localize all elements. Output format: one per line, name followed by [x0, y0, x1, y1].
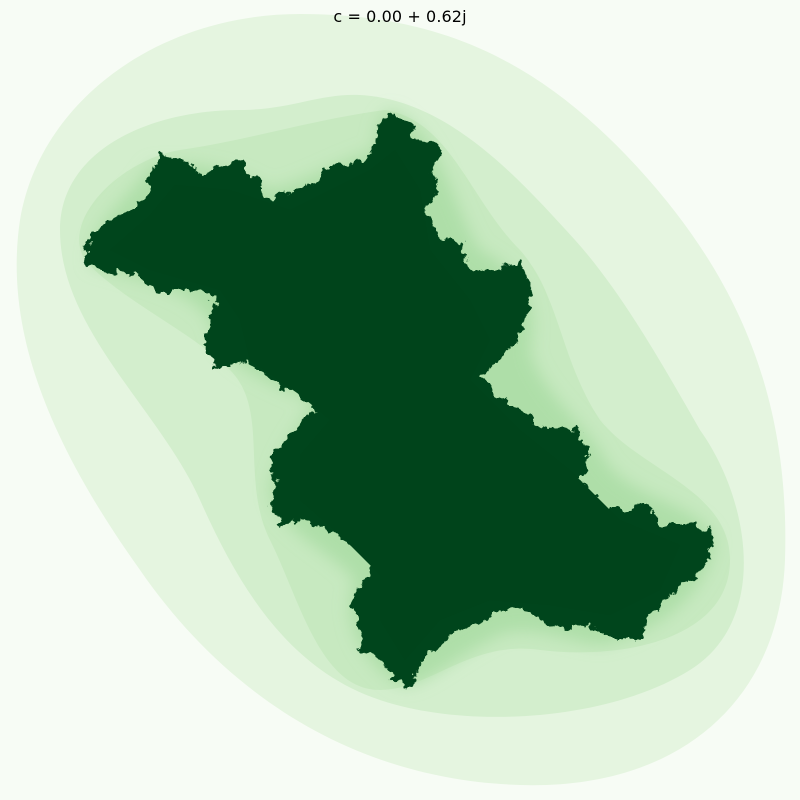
- julia-interior-core: [110, 150, 680, 660]
- plot-title: c = 0.00 + 0.62j: [333, 7, 467, 26]
